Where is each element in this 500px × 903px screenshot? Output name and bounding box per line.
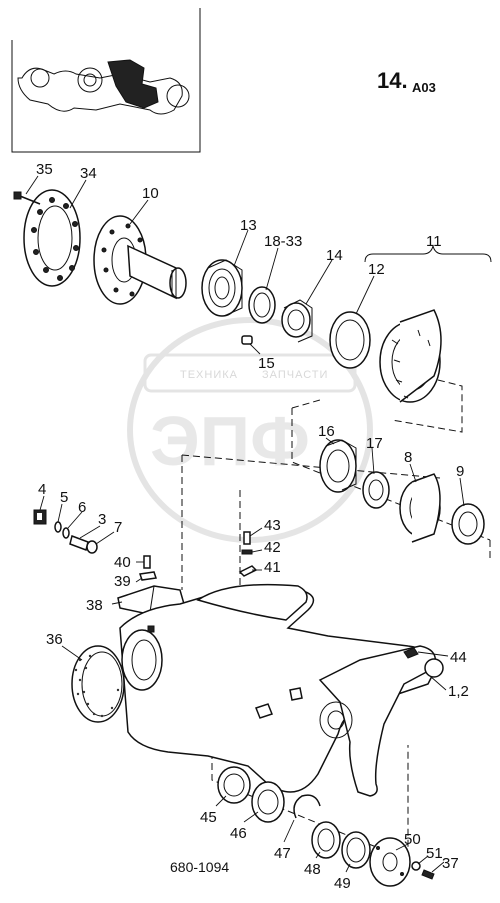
callout-34: 34 xyxy=(80,165,97,182)
callout-48: 48 xyxy=(304,861,321,878)
callout-50: 50 xyxy=(404,831,421,848)
callout-9: 9 xyxy=(456,463,464,480)
bearing-46 xyxy=(251,781,285,823)
axle-housing-1-2 xyxy=(119,583,444,797)
callout-15: 15 xyxy=(258,355,275,372)
seal-9 xyxy=(451,503,485,545)
callout-13: 13 xyxy=(240,217,257,234)
seal-49 xyxy=(341,831,371,869)
callout-16: 16 xyxy=(318,423,335,440)
callout-39: 39 xyxy=(114,573,131,590)
pin-3 xyxy=(69,535,89,551)
ring-45 xyxy=(217,766,251,804)
inset-axle-thumbnail xyxy=(17,59,190,115)
callout-43: 43 xyxy=(264,517,281,534)
callout-labels: 35 34 10 13 18-33 14 11 12 15 16 17 8 9 … xyxy=(36,161,469,892)
callout-40: 40 xyxy=(114,554,131,571)
plate-39 xyxy=(139,571,157,581)
callout-7: 7 xyxy=(114,519,122,536)
page-section-code: A03 xyxy=(412,80,436,95)
pin-15 xyxy=(241,335,253,345)
callout-47: 47 xyxy=(274,845,291,862)
cover-50 xyxy=(369,837,411,887)
clip-41 xyxy=(238,565,258,577)
watermark-text-1: ТЕХНИКА xyxy=(180,369,238,381)
callout-12: 12 xyxy=(368,261,385,278)
callout-51: 51 xyxy=(426,845,443,862)
inset-overview-frame xyxy=(11,8,201,153)
cap-7 xyxy=(86,540,98,554)
shim-18-33 xyxy=(248,286,276,324)
washer-5 xyxy=(54,521,62,533)
bearing-16 xyxy=(319,439,357,493)
callout-8: 8 xyxy=(404,449,412,466)
callout-35: 35 xyxy=(36,161,53,178)
seal-ring-12 xyxy=(329,311,371,369)
callout-4: 4 xyxy=(38,481,46,498)
callout-38: 38 xyxy=(86,597,103,614)
callout-bracket-11 xyxy=(364,245,492,263)
brake-disc-34 xyxy=(23,189,81,287)
callout-1-2: 1,2 xyxy=(448,683,469,700)
callout-17: 17 xyxy=(366,435,383,452)
washer-6 xyxy=(62,527,70,539)
callout-5: 5 xyxy=(60,489,68,506)
spacer-14 xyxy=(281,299,313,343)
callout-44: 44 xyxy=(450,649,467,666)
callout-46: 46 xyxy=(230,825,247,842)
wheel-hub-10 xyxy=(93,215,187,305)
page-number: 14. xyxy=(377,68,408,93)
bolt-44 xyxy=(403,647,419,659)
brake-band-36 xyxy=(71,645,125,723)
callout-18-33: 18-33 xyxy=(264,233,302,250)
callout-36: 36 xyxy=(46,631,63,648)
callout-41: 41 xyxy=(264,559,281,576)
gear-ring-8 xyxy=(399,473,441,543)
planetary-housing-11 xyxy=(379,309,442,403)
ring-48 xyxy=(311,821,341,859)
callout-42: 42 xyxy=(264,539,281,556)
nut-17 xyxy=(362,471,390,509)
leader-lines xyxy=(25,175,465,873)
callout-49: 49 xyxy=(334,875,351,892)
callout-45: 45 xyxy=(200,809,217,826)
bearing-13 xyxy=(201,259,243,317)
callout-3: 3 xyxy=(98,511,106,528)
callout-11: 11 xyxy=(426,233,442,250)
bolt-40 xyxy=(143,555,151,569)
callout-37: 37 xyxy=(442,855,459,872)
watermark-text-big: ЭПФ xyxy=(150,402,310,480)
bolt-35 xyxy=(13,191,41,205)
callout-14: 14 xyxy=(326,247,343,264)
bolt-37 xyxy=(421,869,435,880)
block-4 xyxy=(33,509,47,525)
washer-42 xyxy=(241,549,253,555)
callout-10: 10 xyxy=(142,185,159,202)
drawing-code: 680-1094 xyxy=(170,859,229,875)
callout-6: 6 xyxy=(78,499,86,516)
bolt-43 xyxy=(243,531,251,545)
snap-ring-47 xyxy=(293,794,321,819)
watermark-text-2: ЗАПЧАСТИ xyxy=(262,369,328,381)
